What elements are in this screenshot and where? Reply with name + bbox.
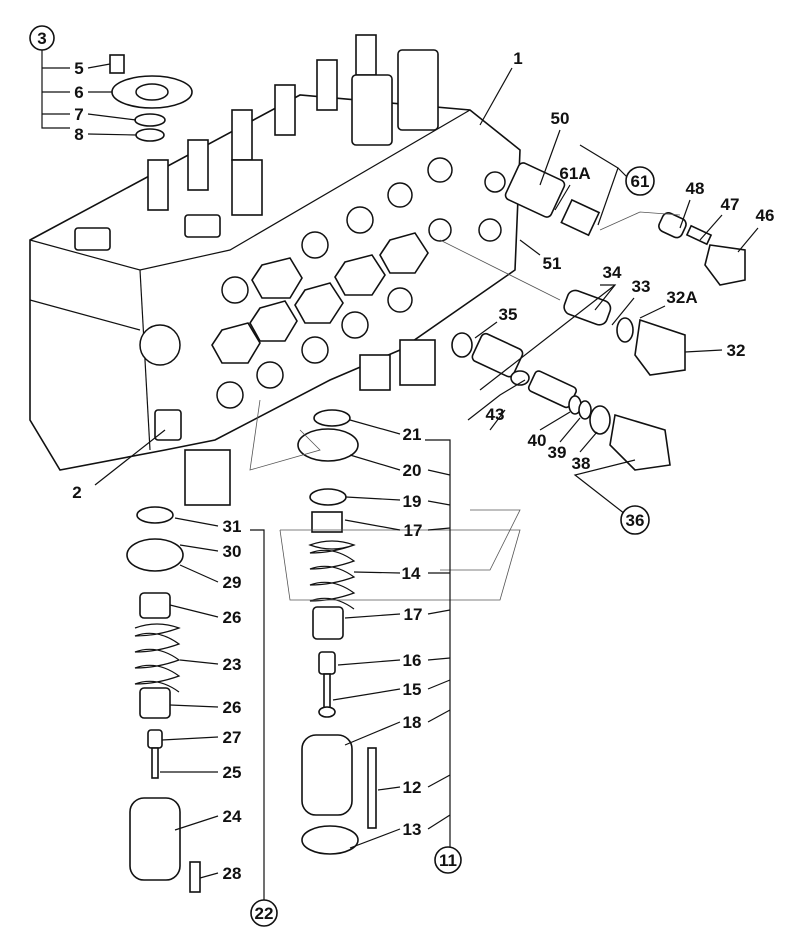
label-25: 25 — [223, 763, 242, 782]
label-19: 19 — [403, 492, 422, 511]
label-51: 51 — [543, 254, 562, 273]
center-spring-stack — [297, 409, 377, 855]
cover-assembly-3 — [109, 54, 193, 142]
label-61A: 61A — [559, 164, 590, 183]
valve-block — [29, 34, 521, 506]
label-30: 30 — [223, 542, 242, 561]
label-26: 26 — [223, 698, 242, 717]
label-24: 24 — [223, 807, 242, 826]
leader-lines — [41, 50, 759, 900]
callout-61-text: 61 — [631, 172, 650, 191]
callout-22: 22 — [250, 899, 278, 927]
label-6: 6 — [74, 83, 83, 102]
label-39: 39 — [548, 443, 567, 462]
label-26: 26 — [223, 608, 242, 627]
label-5: 5 — [74, 59, 83, 78]
label-2: 2 — [72, 483, 81, 502]
callout-36: 36 — [620, 505, 650, 535]
label-48: 48 — [686, 179, 705, 198]
left-spring-stack — [126, 506, 201, 893]
label-50: 50 — [551, 109, 570, 128]
callout-61: 61 — [625, 166, 655, 196]
label-23: 23 — [223, 655, 242, 674]
label-38: 38 — [572, 454, 591, 473]
label-21: 21 — [403, 425, 422, 444]
label-1: 1 — [513, 49, 522, 68]
label-32A: 32A — [666, 288, 697, 307]
label-17: 17 — [404, 521, 423, 540]
label-7: 7 — [74, 105, 83, 124]
label-47: 47 — [721, 195, 740, 214]
callout-36-text: 36 — [626, 511, 645, 530]
label-18: 18 — [403, 713, 422, 732]
label-43: 43 — [486, 405, 505, 424]
label-20: 20 — [403, 461, 422, 480]
label-46: 46 — [756, 206, 775, 225]
label-15: 15 — [403, 680, 422, 699]
label-32: 32 — [727, 341, 746, 360]
callout-3: 3 — [29, 25, 55, 51]
callout-22-text: 22 — [255, 904, 274, 923]
callout-3-text: 3 — [37, 29, 46, 48]
guide-lines — [249, 211, 681, 601]
label-8: 8 — [74, 125, 83, 144]
label-14: 14 — [402, 564, 421, 583]
label-17: 17 — [404, 605, 423, 624]
label-27: 27 — [223, 728, 242, 747]
label-35: 35 — [499, 305, 518, 324]
label-12: 12 — [403, 778, 422, 797]
label-31: 31 — [223, 517, 242, 536]
label-13: 13 — [403, 820, 422, 839]
label-16: 16 — [403, 651, 422, 670]
label-33: 33 — [632, 277, 651, 296]
relief-valve-parts — [451, 162, 746, 471]
label-40: 40 — [528, 431, 547, 450]
label-29: 29 — [223, 573, 242, 592]
callout-11: 11 — [434, 846, 462, 874]
label-34: 34 — [603, 263, 622, 282]
callout-11-text: 11 — [439, 851, 457, 870]
label-28: 28 — [223, 864, 242, 883]
part-labels: 5 6 7 8 1 50 61A 48 47 46 51 34 33 32A 3… — [72, 49, 774, 883]
